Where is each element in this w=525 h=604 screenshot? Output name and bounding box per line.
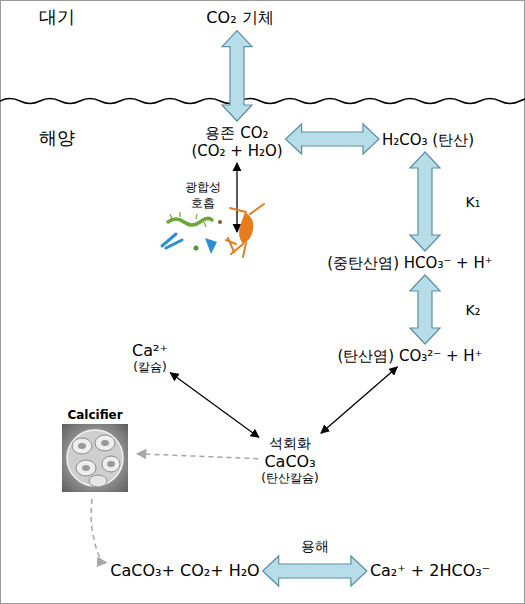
edge-label: K₁: [466, 194, 481, 210]
copepod-antenna: [230, 204, 264, 257]
coccolith-plate: [102, 456, 120, 472]
small-plankton: [218, 220, 222, 224]
edge-label: K₂: [466, 302, 481, 318]
coccolith-center: [78, 443, 86, 449]
reaction-arrow: [170, 373, 259, 438]
small-plankton: [194, 246, 199, 251]
node-text: Ca₂⁺ + 2HCO₃⁻: [370, 561, 490, 580]
coccolith-plate: [72, 438, 92, 454]
worm-legs: [170, 212, 206, 227]
block-arrow: [286, 124, 379, 154]
coccolith-center: [101, 440, 109, 446]
block-arrow: [410, 152, 440, 251]
coccolith-plate: [76, 460, 96, 476]
node-text: (탄산칼슘): [261, 471, 318, 485]
node-text: (칼슘): [132, 360, 168, 374]
node-text: CaCO₃: [261, 452, 318, 471]
block-arrow: [263, 556, 367, 586]
dashed-arrow: [137, 454, 258, 459]
region-label: 대기: [27, 5, 87, 28]
gas-node: CO₂ 기체: [206, 8, 273, 27]
coccosphere: [67, 430, 123, 486]
node-text: Calcifier: [57, 408, 133, 422]
dashed-arrow: [91, 499, 106, 563]
product-node: Ca₂⁺ + 2HCO₃⁻: [370, 561, 490, 580]
coccolith-plate: [89, 475, 107, 487]
coccolith-center: [82, 465, 90, 471]
plankton-illustration: [162, 204, 264, 257]
dissolved-node: 용존 CO₂(CO₂ + H₂O): [191, 124, 282, 160]
block-arrow: [410, 275, 440, 344]
bicarbonate-node: (중탄산염) HCO₃⁻ + H⁺: [327, 254, 492, 272]
sea-surface-wave: [0, 99, 525, 104]
connector-layer: [91, 31, 440, 586]
organism-node: Calcifier: [57, 408, 133, 496]
reaction-node: CaCO₃+ CO₂+ H₂O: [110, 561, 259, 580]
node-text: 용존 CO₂: [191, 124, 282, 142]
node-text: 석회화: [261, 435, 318, 452]
reaction-arrow: [321, 367, 397, 433]
exchange-arrow: [236, 163, 237, 232]
diatom-plankton: [162, 234, 182, 248]
node-text: CaCO₃+ CO₂+ H₂O: [110, 561, 259, 580]
ion-node: Ca²⁺(칼슘): [132, 341, 168, 375]
node-text: (CO₂ + H₂O): [191, 142, 282, 160]
coccolith-plate: [95, 435, 115, 451]
node-text: Ca²⁺: [132, 341, 168, 360]
node-text: (탄산염) CO₃²⁻ + H⁺: [338, 347, 483, 365]
calcification-node: 석회화CaCO₃(탄산칼슘): [261, 435, 318, 485]
photo-background: [62, 424, 128, 492]
coccolith-center: [107, 461, 115, 467]
node-text: H₂CO₃ (탄산): [382, 131, 474, 149]
region-label: 해양: [27, 126, 87, 149]
node-text: (중탄산염) HCO₃⁻ + H⁺: [327, 254, 492, 272]
copepod-body: [239, 212, 253, 244]
edge-label: 용해: [301, 538, 329, 556]
carbonate-node: (탄산염) CO₃²⁻ + H⁺: [338, 347, 483, 365]
coccolithophore-image: [62, 424, 128, 492]
acid-node: H₂CO₃ (탄산): [382, 131, 474, 149]
block-arrow: [222, 31, 252, 121]
copepod-legs: [226, 238, 236, 252]
region-label: 광합성 호흡: [181, 180, 225, 211]
diatom-plankton: [205, 238, 217, 254]
node-text: CO₂ 기체: [206, 8, 273, 27]
